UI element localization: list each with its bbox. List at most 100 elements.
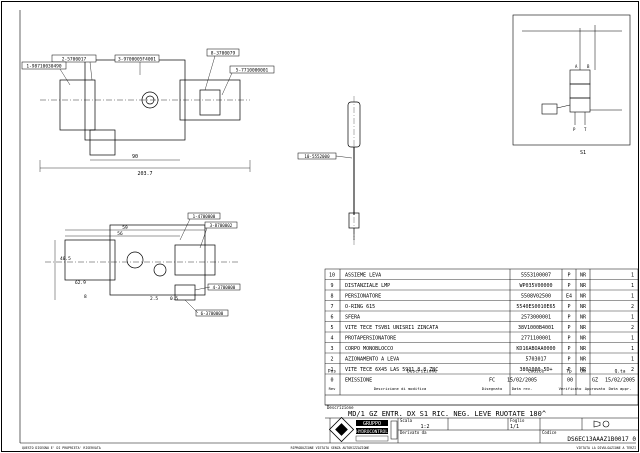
table-cell-code: 2771100001 <box>521 336 551 342</box>
table-cell-pos: 9 <box>330 283 333 289</box>
plan-port-a <box>126 251 144 269</box>
actuator-symbol <box>541 103 558 115</box>
rev-description: EMISSIONE <box>345 378 372 384</box>
table-row: 5 VITE TECE TSVB1 UNISRI1 ZINCATA 38V1000B… <box>325 325 638 333</box>
table-cell-tp: E4 <box>566 294 572 300</box>
projection-symbol-icon <box>593 420 610 428</box>
rev-label: Disegnato <box>482 386 503 391</box>
rev-label: Data appr. <box>609 386 632 391</box>
table-cell-code: 2573000001 <box>521 315 551 321</box>
drawing-title: MD/1 GZ ENTR. DX S1 RIC. NEG. LEVE RUOTA… <box>348 410 546 418</box>
table-cell-qta: 2 <box>631 304 634 310</box>
table-cell-desc: PERSIONATORE <box>345 294 381 300</box>
spool-box-3 <box>569 97 591 113</box>
table-cell-qta: 2 <box>631 367 634 373</box>
plan-port-b <box>153 263 167 277</box>
table-cell-code: KD16ABOAA0000 <box>516 346 555 352</box>
table-cell-um: NR <box>580 304 587 310</box>
table-cell-pos: 3 <box>330 346 333 352</box>
table-cell-desc: VITE TECE 6X45 LAS 5931 8.8 ZNC <box>345 367 438 373</box>
dimension-c: 56 <box>117 231 123 237</box>
revision-labels: Rev Descrizione di modifica Disegnato Data … <box>329 386 632 391</box>
callout-label: 3-9700005F4001 <box>118 57 156 63</box>
table-cell-code: 38V1000B4001 <box>518 325 554 331</box>
table-cell-pos: 2 <box>330 357 333 363</box>
table-cell-tp: P <box>567 315 570 321</box>
callout-label: 2-5700017 <box>62 57 87 63</box>
table-cell-desc: ASSIEME LEVA <box>345 273 381 279</box>
table-cell-desc: O-RING 615 <box>345 304 375 310</box>
plan-spool <box>174 244 216 276</box>
lever-base <box>89 129 116 156</box>
hydraulic-schematic <box>512 14 631 146</box>
rev-date: 15/02/2005 <box>507 378 537 384</box>
table-cell-um: NR <box>580 283 587 289</box>
table-cell-um: NR <box>580 294 587 300</box>
table-cell-qta: 1 <box>631 357 634 363</box>
port-p-label: P <box>573 127 576 132</box>
lever-housing <box>59 79 96 131</box>
table-cell-code: 5703017 <box>525 357 546 363</box>
rev-label: Rev <box>329 386 337 391</box>
rev-label: Descrizione di modifica <box>374 386 427 391</box>
table-cell-qta: 1 <box>631 283 634 289</box>
table-cell-um: NR <box>580 325 587 331</box>
sheet-value: 1/1 <box>510 424 519 430</box>
dimension-total: 203.7 <box>137 171 152 177</box>
table-cell-tp: P <box>567 283 570 289</box>
table-cell-desc: SFERA <box>345 315 360 321</box>
company-logo <box>328 416 389 443</box>
dimension-h: 0.5 <box>170 296 178 302</box>
callout-label: 5-7710000001 <box>236 68 269 74</box>
dimension-g: 2.5 <box>150 296 158 302</box>
rev-approved: GZ <box>592 378 598 384</box>
table-cell-desc: VITE TECE TSVB1 UNISRI1 ZINCATA <box>345 325 438 331</box>
callout-label: 4-3700000 <box>213 285 236 290</box>
sheet-label: Foglio <box>510 418 525 423</box>
spool-box-2 <box>569 83 591 99</box>
table-cell-code: WP035V00000 <box>519 283 552 289</box>
table-cell-code: 5540ES0010E65 <box>516 304 555 310</box>
rev-label: Approvato <box>585 386 606 391</box>
footer-right: VIETATA LA DIVULGAZIONE A TERZI <box>577 446 637 450</box>
dimension-f: 8 <box>84 294 87 300</box>
table-cell-code: 5553100007 <box>521 273 551 279</box>
header-pos: Pos <box>328 369 336 375</box>
company-name-line1: GRUPPO <box>363 421 381 427</box>
valve-plan-view <box>45 224 240 301</box>
table-cell-qta: 1 <box>631 336 634 342</box>
callouts-bottom: 1-4700000 3-8700002 4-3700000 6-3700000 … <box>60 212 241 317</box>
table-cell-desc: CORPO MONOBLOCCO <box>345 346 393 352</box>
table-row: 7 O-RING 615 5540ES0010E65 P NR 2 <box>325 304 638 312</box>
table-cell-tp: P <box>567 304 570 310</box>
table-cell-qta: 2 <box>631 325 634 331</box>
table-cell-pos: 5 <box>330 325 333 331</box>
table-cell-pos: 7 <box>330 304 333 310</box>
title-block <box>325 404 638 443</box>
header-code: Codice <box>528 369 545 375</box>
callout-label: 6-3700000 <box>201 311 224 316</box>
rev-checked: 00 <box>567 378 573 384</box>
lever-assembly <box>297 96 361 245</box>
rev-label: Verificato <box>559 386 583 391</box>
table-cell-tp: P <box>567 273 570 279</box>
spool-box-1 <box>569 69 591 85</box>
header-um: Um <box>580 369 586 375</box>
table-cell-um: NR <box>580 273 587 279</box>
table-cell-um: NR <box>580 346 587 352</box>
schematic-labels: S1 A B P T <box>573 64 590 156</box>
callout-label: 3-8700002 <box>210 223 233 228</box>
